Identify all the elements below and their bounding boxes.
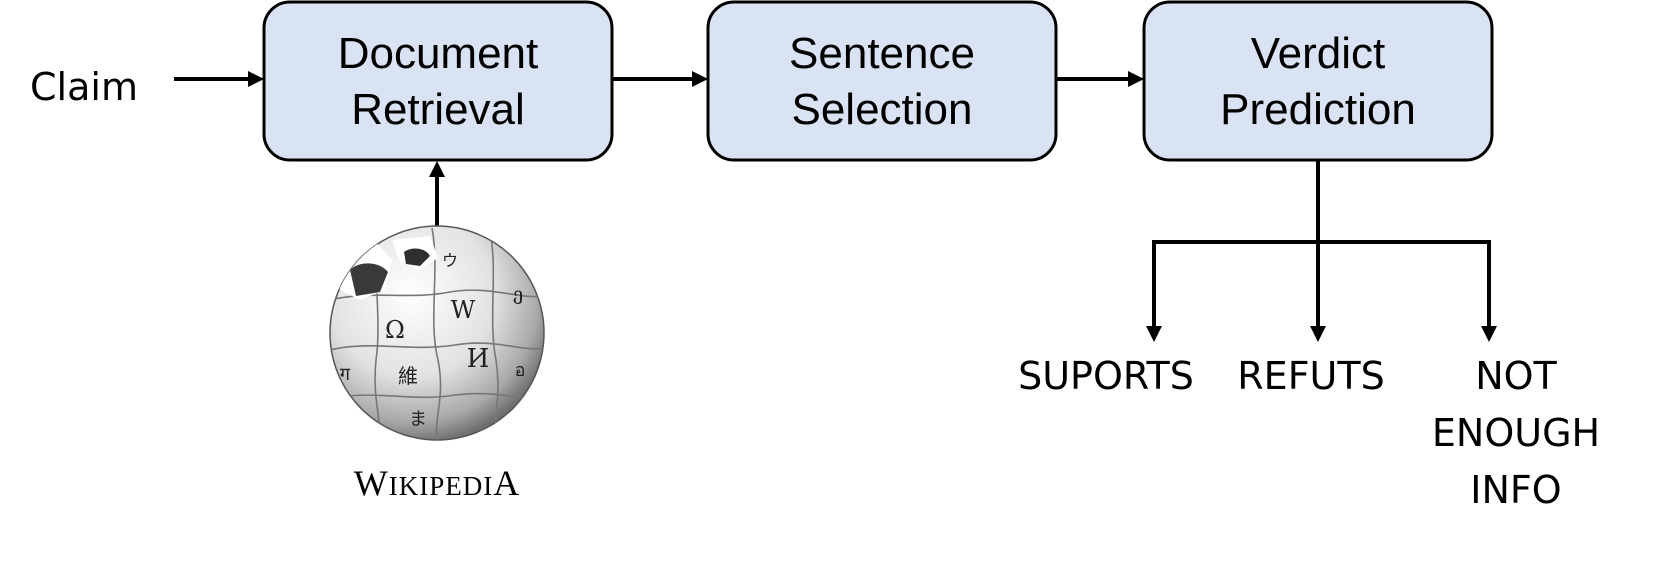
- sentence-selection-line1: Sentence: [789, 29, 975, 78]
- globe-glyph-ga: ग: [340, 364, 351, 385]
- sentence-selection-box: Sentence Selection: [706, 0, 1058, 162]
- not-enough-info-line2: ENOUGH: [1432, 411, 1600, 455]
- supports-label: SUPORTS: [1018, 354, 1194, 398]
- selection-to-verdict-arrow: [1056, 71, 1144, 87]
- wikipedia-label-middle: IKIPEDI: [389, 471, 493, 501]
- not-enough-info-line3: INFO: [1470, 468, 1561, 512]
- globe-glyph-i: И: [467, 344, 490, 374]
- wikipedia-label-initial: W: [354, 463, 389, 503]
- globe-glyph-wei: 維: [398, 364, 418, 388]
- verdict-prediction-line1: Verdict: [1251, 29, 1386, 78]
- verdict-prediction-line2: Prediction: [1220, 85, 1416, 134]
- claim-to-retrieval-arrow: [174, 71, 264, 87]
- wikipedia-label: WIKIPEDIA: [354, 463, 520, 503]
- refutes-label: REFUTS: [1237, 354, 1384, 398]
- document-retrieval-box: Document Retrieval: [262, 0, 614, 162]
- document-retrieval-line2: Retrieval: [351, 85, 525, 134]
- claim-label: Claim: [30, 65, 138, 109]
- verdict-branch-connector: [1152, 160, 1491, 328]
- arrow-to-not-enough-info: [1481, 326, 1497, 342]
- globe-glyph-ma: ま: [409, 409, 427, 430]
- verdict-prediction-box: Verdict Prediction: [1142, 0, 1494, 162]
- globe-glyph-o: อ: [515, 360, 526, 381]
- globe-glyph-omega: Ω: [385, 316, 405, 344]
- wikipedia-label-final: A: [493, 463, 520, 503]
- retrieval-to-selection-arrow: [612, 71, 708, 87]
- arrow-to-refutes: [1310, 326, 1326, 342]
- wikipedia-globe-icon: Ω W И 維 ウ ग ე อ ま: [329, 225, 545, 441]
- globe-glyph-u: ウ: [442, 251, 458, 270]
- not-enough-info-line1: NOT: [1475, 354, 1557, 398]
- globe-glyph-ge: ე: [513, 284, 523, 305]
- sentence-selection-line2: Selection: [791, 85, 972, 134]
- globe-glyph-w: W: [451, 296, 476, 324]
- arrow-to-supports: [1146, 326, 1162, 342]
- document-retrieval-line1: Document: [338, 29, 539, 78]
